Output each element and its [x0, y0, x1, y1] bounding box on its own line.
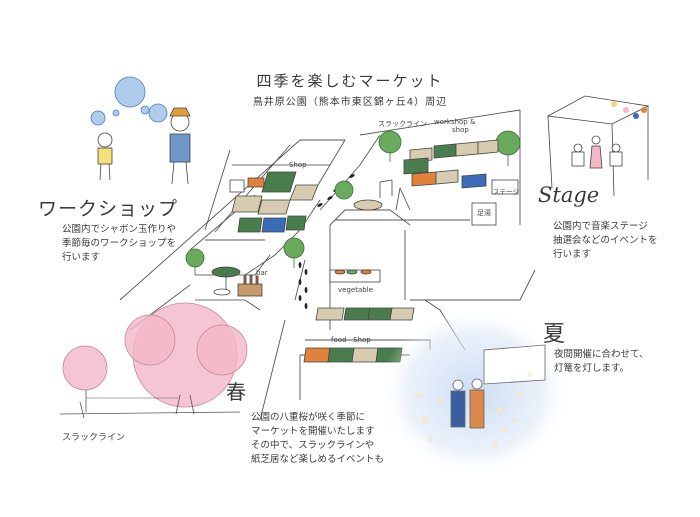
spring-heading: 春: [226, 380, 246, 404]
spring-line: その中で、スラックラインや: [251, 440, 375, 451]
stage-tent: [546, 95, 650, 197]
food-shop-label: food Shop: [331, 336, 371, 344]
bar-area: [195, 254, 271, 311]
spring-description: 公園の八重桜が咲く季節に マーケットを開催いたします その中で、スラックラインや…: [251, 411, 384, 467]
top-shop-stalls: [229, 164, 331, 233]
shop-label: Shop: [289, 161, 307, 169]
workshop-shop-label-line: shop: [452, 126, 469, 134]
workshop-stalls: [353, 139, 519, 226]
page-title: 四季を楽しむマーケット: [256, 72, 444, 90]
workshop-shop-label-line: workshop &: [434, 118, 476, 126]
page-subtitle: 鳥井原公園（熊本市東区錦ヶ丘4）周辺: [252, 97, 448, 108]
road-lines: [119, 109, 536, 421]
summer-description: 夜間開催に合わせて、 灯篭を灯します。: [554, 348, 649, 376]
workshop-shop-label: workshop & shop: [434, 118, 475, 134]
vegetable-label: vegetable: [338, 286, 373, 294]
workshop-heading: ワークショップ: [38, 198, 179, 220]
stage-description: 公園内で音楽ステージ 抽選会などのイベントを 行います: [553, 220, 658, 262]
summer-heading: 夏: [543, 322, 566, 347]
stage-sign-label: ステージ: [493, 188, 519, 196]
food-shop-label-word: Shop: [353, 336, 371, 344]
workshop-line: 季節毎のワークショップを: [62, 238, 177, 249]
workshop-description: 公園内でシャボン玉作りや 季節毎のワークショップを 行います: [62, 223, 176, 265]
stage-line: 行います: [553, 249, 592, 260]
food-label: food: [331, 336, 347, 344]
workshop-line: 公園内でシャボン玉作りや: [62, 224, 177, 235]
spring-line: 公園の八重桜が咲く季節に: [251, 412, 366, 423]
stage-heading: Stage: [538, 183, 600, 207]
workshop-line: 行います: [62, 252, 101, 263]
summer-line: 灯篭を灯します。: [554, 363, 630, 374]
footbath-label: 足湯: [477, 209, 491, 217]
bubble-workshop-figures: [90, 76, 168, 126]
spring-line: 紙芝居など楽しめるイベントも: [251, 454, 385, 465]
summer-line: 夜間開催に合わせて、: [554, 349, 649, 360]
summer-night-scene: [380, 307, 570, 477]
spring-line: マーケットを開催いたします: [251, 426, 375, 437]
stage-line: 公園内で音楽ステージ: [553, 221, 648, 232]
stage-line: 抽選会などのイベントを: [553, 235, 658, 246]
workshop-people: [97, 107, 191, 185]
bar-label: bar: [256, 269, 268, 277]
slackline-label-top: スラックライン: [378, 120, 427, 128]
cherry-trees: [59, 302, 248, 419]
slackline-label-bottom: スラックライン: [62, 433, 126, 443]
trees: [185, 130, 521, 275]
